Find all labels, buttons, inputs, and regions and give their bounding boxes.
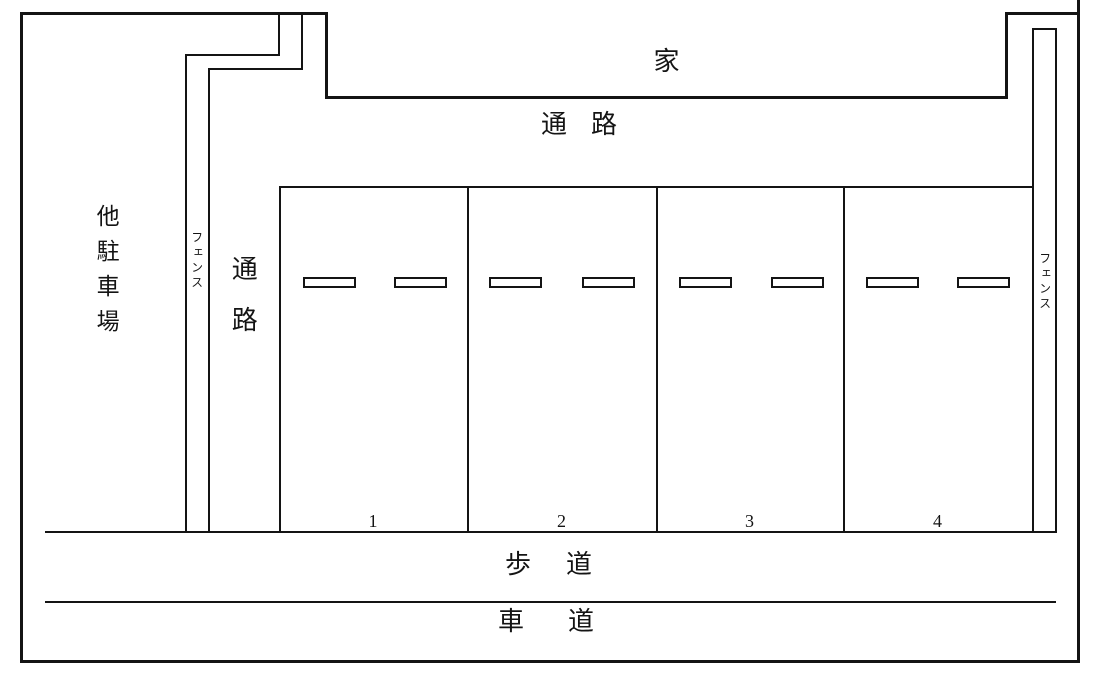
wheel-stop: [679, 277, 732, 288]
other-parking-label: 他駐車場: [93, 204, 119, 344]
stall-divider-2-3: [656, 186, 658, 533]
wheel-stop: [303, 277, 356, 288]
fence-right-outer-line: [1055, 28, 1057, 533]
stall-1-number: 1: [368, 511, 378, 531]
boundary-left-line: [20, 12, 23, 663]
fence-right-label: フェンス: [1037, 252, 1052, 312]
fence-left-outer-line: [185, 54, 187, 533]
boundary-bottom-line: [20, 660, 1080, 663]
stalls-top-line: [279, 186, 1032, 188]
wheel-stop: [394, 277, 447, 288]
sidewalk-roadway-divider-line: [45, 601, 1056, 603]
stall-2-number: 2: [557, 511, 566, 531]
fence-left-inner-jog-vertical: [301, 12, 303, 70]
wheel-stop: [957, 277, 1010, 288]
house-label: 家: [653, 47, 680, 76]
boundary-right-line: [1077, 0, 1080, 663]
fence-left-inner-jog-horizontal: [208, 68, 303, 70]
fence-right-top-cap: [1032, 28, 1057, 30]
fence-right-inner-line: [1032, 28, 1034, 533]
house-outline: [325, 12, 1008, 99]
wheel-stop: [771, 277, 824, 288]
stall-4-number: 4: [933, 511, 942, 531]
fence-left-outer-jog-vertical: [278, 12, 280, 56]
fence-left-inner-line: [208, 68, 210, 533]
wheel-stop: [866, 277, 919, 288]
fence-left-label: フェンス: [189, 231, 204, 291]
wheel-stop: [489, 277, 542, 288]
side-passage-label: 通路: [228, 255, 258, 357]
sidewalk-label: 歩道: [505, 550, 628, 579]
stall-divider-1-2: [467, 186, 469, 533]
stall-3-number: 3: [745, 511, 754, 531]
stall-1-left-line: [279, 186, 281, 533]
top-passage-label: 通路: [541, 110, 642, 139]
sidewalk-top-line: [45, 531, 1056, 533]
roadway-label: 車道: [498, 607, 639, 636]
wheel-stop: [582, 277, 635, 288]
fence-left-outer-jog-horizontal: [185, 54, 280, 56]
stall-divider-3-4: [843, 186, 845, 533]
